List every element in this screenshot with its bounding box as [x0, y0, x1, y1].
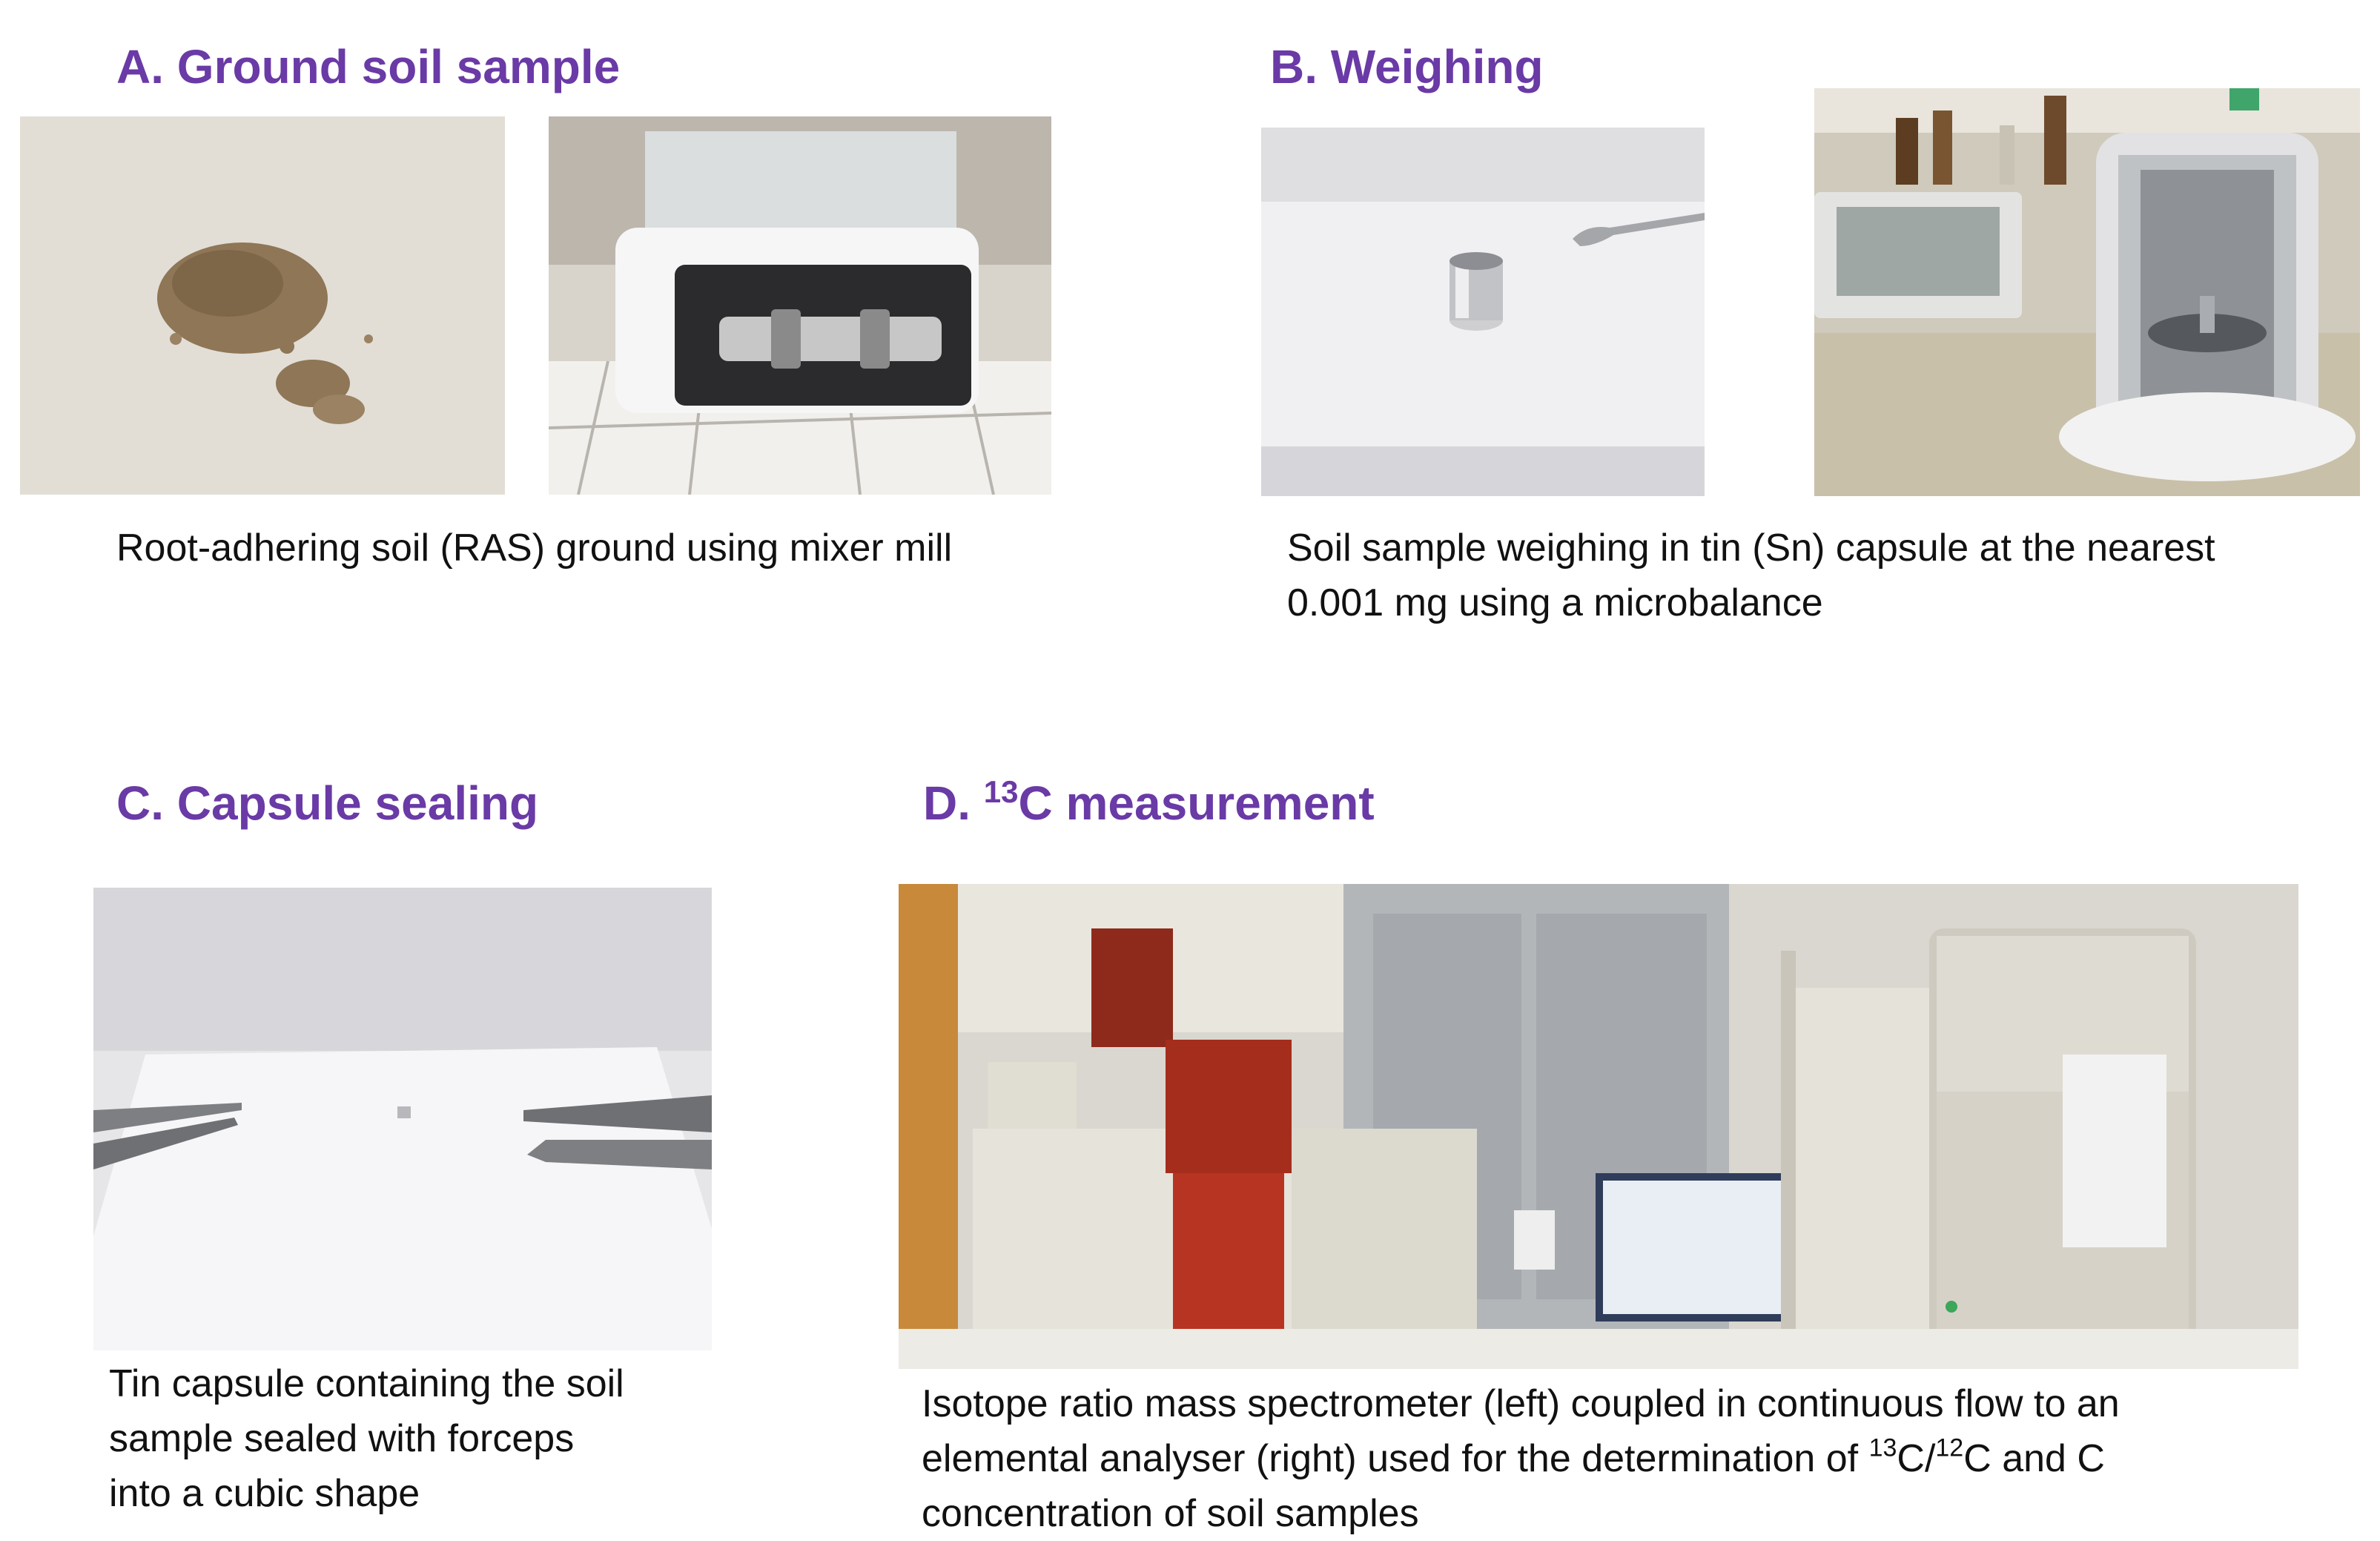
panel-c-caption-line-2: sample sealed with forceps	[109, 1416, 575, 1460]
panel-d-caption-superscript-13: 13	[1868, 1433, 1897, 1462]
panel-d-title-rest: C measurement	[1018, 776, 1375, 830]
panel-c-caption: Tin capsule containing the soil sample s…	[109, 1357, 624, 1521]
panel-d-caption-line-2a: elemental analyser (right) used for the …	[922, 1436, 1869, 1480]
panel-c-caption-line-3: into a cubic shape	[109, 1471, 420, 1515]
capsule-sealing-forceps-photo	[93, 888, 712, 1350]
panel-d-caption-line-2c: C and C	[1963, 1436, 2105, 1480]
panel-d-title-superscript: 13	[983, 773, 1019, 809]
ground-soil-powder-photo	[20, 116, 505, 495]
panel-d-caption-line-1: Isotope ratio mass spectrometer (left) c…	[922, 1382, 2120, 1425]
tin-capsule-photo	[1261, 128, 1705, 496]
panel-b-caption: Soil sample weighing in tin (Sn) capsule…	[1287, 521, 2215, 631]
panel-a-caption: Root-adhering soil (RAS) ground using mi…	[116, 527, 953, 570]
mass-spectrometer-lab-photo	[899, 884, 2298, 1369]
panel-b-caption-line-1: Soil sample weighing in tin (Sn) capsule…	[1287, 527, 2215, 570]
microbalance-photo	[1814, 88, 2360, 496]
panel-c-title: C. Capsule sealing	[116, 776, 539, 830]
mixer-mill-photo	[549, 116, 1051, 495]
panel-d-title: D. 13C measurement	[923, 776, 1375, 830]
panel-d-caption-line-3: concentration of soil samples	[922, 1491, 1419, 1535]
panel-d-title-prefix: D.	[923, 776, 984, 830]
panel-c-caption-line-1: Tin capsule containing the soil	[109, 1362, 624, 1405]
panel-a-title: A. Ground soil sample	[116, 40, 621, 93]
panel-d-caption-superscript-12: 12	[1935, 1433, 1964, 1462]
panel-d-caption-line-2b: C/	[1897, 1436, 1936, 1480]
panel-b-caption-line-2: 0.001 mg using a microbalance	[1287, 581, 1823, 624]
panel-b-title: B. Weighing	[1270, 40, 1544, 93]
panel-d-caption: Isotope ratio mass spectrometer (left) c…	[922, 1377, 2120, 1541]
